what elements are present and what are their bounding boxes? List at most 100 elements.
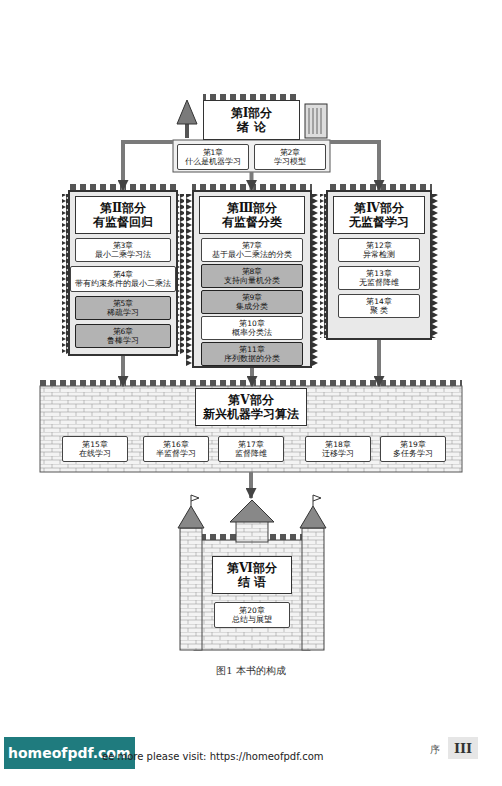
flag bbox=[191, 495, 199, 506]
page-number: III bbox=[448, 737, 478, 759]
chapter-title: 监督降维 bbox=[235, 449, 267, 458]
part-title: 绪 论 bbox=[237, 120, 265, 134]
part-title-plaque: 第Ⅴ部分新兴机器学习算法 bbox=[195, 388, 307, 426]
chapter-box: 第17章监督降维 bbox=[218, 436, 284, 462]
chapter-title: 稀疏学习 bbox=[107, 308, 139, 317]
chapter-number: 第9章 bbox=[242, 293, 263, 302]
chapter-title: 半监督学习 bbox=[156, 449, 196, 458]
fence-spikes bbox=[178, 194, 184, 354]
chapter-number: 第10章 bbox=[239, 319, 265, 328]
chapter-number: 第20章 bbox=[239, 606, 265, 615]
part-number: 第Ⅳ部分 bbox=[354, 201, 404, 215]
flag bbox=[313, 495, 321, 506]
part-panel: 第7章基于最小二乘法的分类第8章支持向量机分类第9章集成分类第10章概率分类法第… bbox=[192, 190, 312, 368]
castle-tower bbox=[302, 528, 324, 650]
chapter-title: 支持向量机分类 bbox=[224, 276, 280, 285]
chapter-number: 第13章 bbox=[366, 269, 392, 278]
chapter-number: 第17章 bbox=[238, 440, 264, 449]
part-title-plaque: 第Ⅲ部分有监督分类 bbox=[199, 196, 305, 234]
chapter-box: 第7章基于最小二乘法的分类 bbox=[201, 238, 303, 262]
chapter-title: 学习模型 bbox=[274, 157, 306, 166]
tower-roof bbox=[178, 506, 204, 528]
castle-tower bbox=[180, 528, 202, 650]
castle-body bbox=[194, 540, 310, 650]
chapter-box: 第13章无监督降维 bbox=[338, 266, 420, 290]
chapter-title: 总结与展望 bbox=[232, 615, 272, 624]
flow-arrow bbox=[377, 340, 381, 386]
wall bbox=[40, 386, 462, 472]
chapter-number: 第4章 bbox=[113, 270, 134, 279]
chapter-box: 第20章总结与展望 bbox=[214, 602, 290, 628]
chapter-box: 第3章最小二乘学习法 bbox=[75, 238, 171, 262]
part-title-plaque: 第Ⅱ部分有监督回归 bbox=[75, 196, 171, 234]
chapter-number: 第19章 bbox=[400, 440, 426, 449]
chapter-number: 第7章 bbox=[242, 241, 263, 250]
chapter-title: 基于最小二乘法的分类 bbox=[212, 250, 292, 259]
tower-roof bbox=[300, 506, 326, 528]
building-icon bbox=[305, 104, 327, 138]
chapter-title: 鲁棒学习 bbox=[107, 336, 139, 345]
chapter-title: 序列数据的分类 bbox=[224, 354, 280, 363]
chapter-ledge bbox=[173, 140, 330, 172]
flow-arrow bbox=[123, 142, 173, 190]
page-header: 序 bbox=[430, 743, 440, 757]
part-title: 无监督学习 bbox=[349, 215, 409, 229]
highlighted-chapter-box: 第8章支持向量机分类 bbox=[201, 264, 303, 288]
castle-tower bbox=[236, 520, 268, 542]
chapter-number: 第16章 bbox=[163, 440, 189, 449]
chapter-box: 第15章在线学习 bbox=[62, 436, 128, 462]
tower-roof bbox=[230, 500, 274, 522]
chapter-number: 第6章 bbox=[113, 327, 134, 336]
chapter-title: 迁移学习 bbox=[322, 449, 354, 458]
flow-arrow bbox=[121, 356, 125, 386]
figure-caption: 图1 本书的构成 bbox=[0, 664, 502, 678]
flow-arrow bbox=[249, 472, 253, 498]
chapter-number: 第14章 bbox=[366, 297, 392, 306]
part-castle: 第1章什么是机器学习 第2章学习模型 第Ⅰ部分绪 论 bbox=[173, 98, 330, 172]
chapter-box: 第16章半监督学习 bbox=[143, 436, 209, 462]
flow-arrow bbox=[250, 368, 254, 386]
chapter-title: 概率分类法 bbox=[232, 328, 272, 337]
part-title: 结 语 bbox=[238, 575, 266, 589]
chapter-title: 聚 类 bbox=[370, 306, 388, 315]
part-number: 第Ⅲ部分 bbox=[227, 201, 278, 215]
chapter-title: 异常检测 bbox=[363, 250, 395, 259]
chapter-box: 第19章多任务学习 bbox=[380, 436, 446, 462]
chapter-title: 多任务学习 bbox=[393, 449, 433, 458]
chapter-number: 第3章 bbox=[113, 241, 134, 250]
chapter-number: 第18章 bbox=[325, 440, 351, 449]
part-wall: 第15章在线学习第16章半监督学习第17章监督降维第18章迁移学习第19章多任务… bbox=[40, 386, 462, 472]
chapter-box: 第14章聚 类 bbox=[338, 294, 420, 318]
highlighted-chapter-box: 第6章鲁棒学习 bbox=[75, 324, 171, 348]
part-title: 有监督分类 bbox=[222, 215, 282, 229]
highlighted-chapter-box: 第5章稀疏学习 bbox=[75, 296, 171, 320]
chapter-number: 第2章 bbox=[280, 148, 301, 157]
flow-arrow bbox=[330, 142, 379, 190]
chapter-title: 最小二乘学习法 bbox=[95, 250, 151, 259]
part-title: 有监督回归 bbox=[93, 215, 153, 229]
chapter-title: 带有约束条件的最小二乘法 bbox=[75, 279, 171, 288]
chapter-number: 第1章 bbox=[203, 148, 224, 157]
chapter-title: 集成分类 bbox=[236, 302, 268, 311]
chapter-box: 第10章概率分类法 bbox=[201, 316, 303, 340]
part-title-plaque: 第Ⅵ部分结 语 bbox=[212, 556, 292, 594]
chapter-box: 第18章迁移学习 bbox=[305, 436, 371, 462]
fence-spikes bbox=[432, 194, 438, 338]
chapter-number: 第11章 bbox=[239, 345, 265, 354]
highlighted-chapter-box: 第11章序列数据的分类 bbox=[201, 342, 303, 366]
chapter-number: 第15章 bbox=[82, 440, 108, 449]
flow-arrow bbox=[250, 172, 254, 190]
chapter-number: 第12章 bbox=[366, 241, 392, 250]
part-panel: 第3章最小二乘学习法第4章带有约束条件的最小二乘法第5章稀疏学习第6章鲁棒学习第… bbox=[68, 190, 178, 356]
part-number: 第Ⅰ部分 bbox=[231, 106, 273, 120]
chapter-box: 第12章异常检测 bbox=[338, 238, 420, 262]
chapter-number: 第5章 bbox=[113, 299, 134, 308]
part-title-plaque: 第Ⅰ部分绪 论 bbox=[203, 100, 300, 140]
fence-spikes bbox=[312, 194, 318, 366]
tree-icon bbox=[177, 100, 197, 124]
chapter-title: 什么是机器学习 bbox=[185, 157, 241, 166]
part-castle: 第20章总结与展望 第Ⅵ部分结 语 bbox=[182, 498, 322, 650]
part-title-plaque: 第Ⅳ部分无监督学习 bbox=[333, 196, 425, 234]
chapter-box: 第1章什么是机器学习 bbox=[177, 144, 249, 170]
part-panel: 第12章异常检测第13章无监督降维第14章聚 类第Ⅳ部分无监督学习 bbox=[326, 190, 432, 340]
